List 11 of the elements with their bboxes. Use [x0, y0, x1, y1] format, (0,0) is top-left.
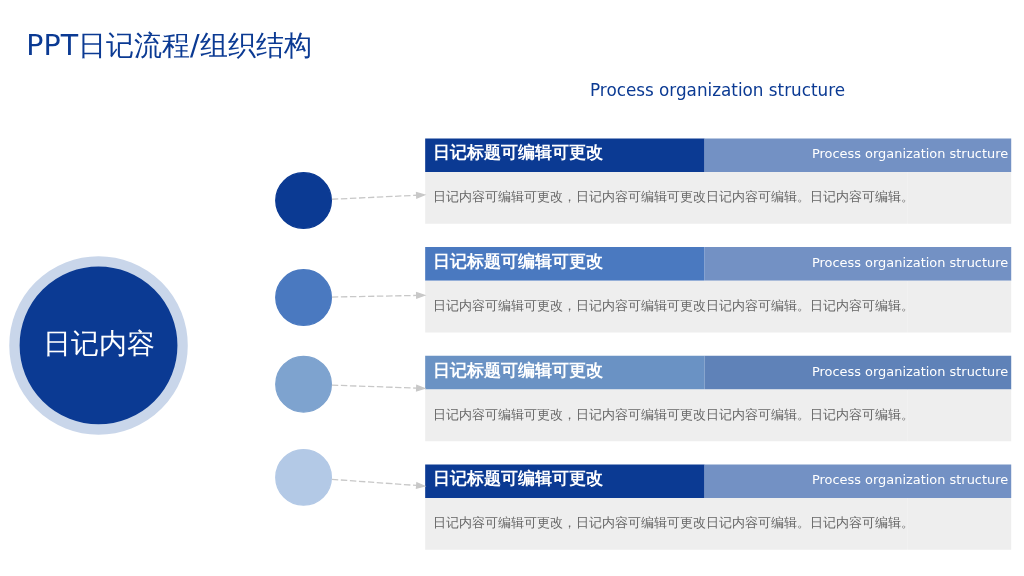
node-circle [274, 268, 332, 326]
arrow [330, 291, 426, 299]
node-circle: 日记内容 [8, 255, 188, 435]
arrow [330, 478, 426, 489]
label: Process organization structure [589, 79, 845, 100]
node-circle [274, 448, 332, 506]
arrow [330, 383, 426, 392]
diagram-title: PPT日记流程/组织结构 [25, 28, 312, 62]
node-circle [274, 171, 332, 229]
arrow [330, 191, 426, 200]
node-circle [274, 355, 332, 413]
